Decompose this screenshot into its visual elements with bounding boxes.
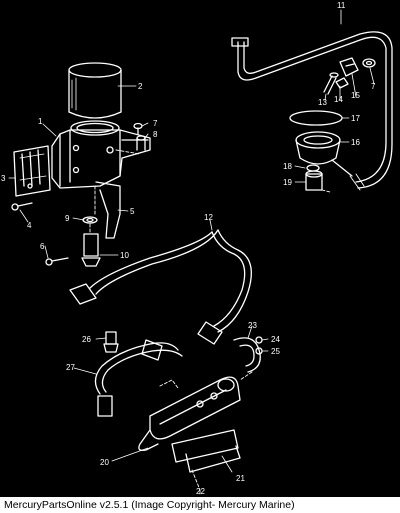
callout-24: 24	[271, 335, 280, 344]
screw-13	[323, 72, 339, 95]
callout-5: 5	[130, 207, 135, 216]
washer-7-upper	[133, 122, 143, 135]
footer-caption: MercuryPartsOnline v2.5.1 (Image Copyrig…	[4, 499, 295, 511]
cooler-bracket-21	[171, 429, 241, 473]
washer-9	[82, 216, 98, 224]
clamp-23	[233, 337, 261, 373]
callout-20: 20	[100, 458, 109, 467]
callout-23: 23	[248, 321, 257, 330]
callout-12: 12	[204, 213, 213, 222]
clamp-plate	[13, 145, 51, 197]
callout-6: 6	[40, 242, 45, 251]
fuel-filter-canister	[68, 62, 122, 136]
filter-base-16	[295, 131, 353, 177]
exploded-parts-diagram: 11 2 1 7 8 3 4 5 9 6 10 12 13 14 15 7 17…	[1, 1, 393, 495]
washer-18	[306, 164, 320, 172]
callout-17: 17	[351, 114, 360, 123]
plug-19	[305, 170, 323, 191]
callout-18: 18	[283, 162, 292, 171]
washer-7-right	[362, 58, 376, 68]
gasket-17	[289, 110, 343, 126]
callout-1: 1	[38, 117, 43, 126]
callout-2: 2	[138, 82, 143, 91]
callout-10: 10	[120, 251, 129, 260]
callout-9: 9	[65, 214, 70, 223]
callout-19: 19	[283, 178, 292, 187]
callout-4: 4	[27, 221, 32, 230]
callout-21: 21	[236, 474, 245, 483]
callout-22-overlay: 22	[196, 487, 205, 496]
leader-lines	[8, 9, 375, 495]
screw-24	[255, 336, 263, 344]
fitting-26	[103, 331, 119, 353]
hidden-lines	[89, 149, 331, 491]
callout-7-upper: 7	[153, 119, 158, 128]
callout-8: 8	[153, 130, 158, 139]
callout-3: 3	[1, 174, 6, 183]
copyright-footer: MercuryPartsOnline v2.5.1 (Image Copyrig…	[0, 497, 400, 513]
bushing-8	[136, 135, 146, 151]
fuel-hose-27	[94, 339, 183, 417]
callout-25: 25	[271, 347, 280, 356]
callout-16: 16	[351, 138, 360, 147]
fuel-hose-11	[231, 31, 393, 191]
callout-11: 11	[337, 1, 346, 10]
bolt-4	[11, 202, 33, 211]
bolt-6	[45, 257, 69, 266]
callout-27: 27	[66, 363, 75, 372]
clip-15	[339, 57, 359, 77]
fuel-cooler-20	[138, 376, 241, 452]
fitting-10	[81, 233, 101, 267]
callout-14: 14	[334, 95, 343, 104]
fuel-hose-12	[69, 229, 252, 345]
callout-7-right: 7	[371, 82, 376, 91]
callout-26: 26	[82, 335, 91, 344]
callout-15: 15	[351, 91, 360, 100]
callout-13: 13	[318, 98, 327, 107]
nut-14	[335, 77, 349, 89]
